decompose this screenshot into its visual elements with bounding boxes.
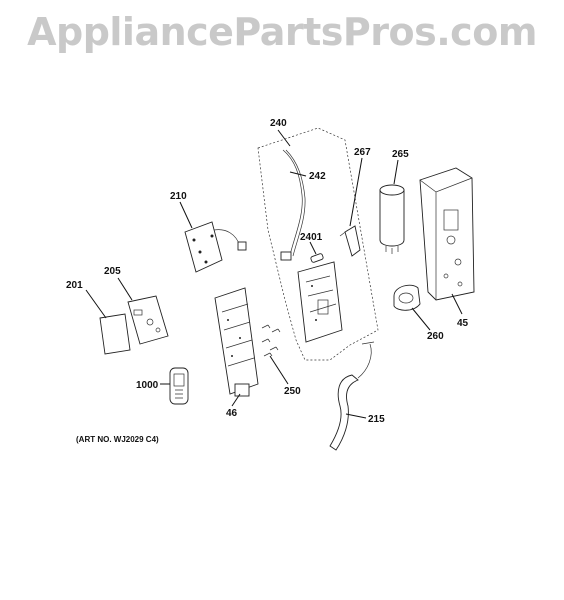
leader-242 bbox=[289, 171, 307, 177]
callout-250: 250 bbox=[284, 386, 301, 397]
main-panel-46 bbox=[214, 287, 259, 397]
callout-242: 242 bbox=[309, 171, 326, 182]
callout-2401: 2401 bbox=[300, 232, 323, 243]
callout-240: 240 bbox=[270, 118, 287, 129]
control-board-240 bbox=[297, 261, 343, 343]
leader-267 bbox=[349, 157, 363, 227]
callout-215: 215 bbox=[368, 414, 385, 425]
leader-46 bbox=[231, 393, 241, 407]
art-number: (ART NO. WJ2029 C4) bbox=[76, 435, 159, 444]
wire-harness-242 bbox=[280, 149, 306, 261]
screws-250 bbox=[261, 324, 281, 357]
callout-265: 265 bbox=[392, 149, 409, 160]
leader-205 bbox=[117, 277, 133, 301]
leader-45 bbox=[451, 293, 463, 315]
display-panel-205 bbox=[127, 295, 169, 345]
callout-201: 201 bbox=[66, 280, 83, 291]
control-box-45 bbox=[419, 167, 475, 301]
callout-46: 46 bbox=[226, 408, 238, 419]
leader-2401 bbox=[309, 241, 317, 255]
leader-260 bbox=[411, 307, 431, 331]
remote-1000 bbox=[169, 367, 189, 405]
hose-215 bbox=[329, 341, 375, 451]
watermark-logo: AppliancePartsPros.com bbox=[27, 10, 537, 54]
leader-250 bbox=[269, 355, 289, 385]
leader-265 bbox=[393, 159, 399, 185]
overlay-201 bbox=[99, 313, 131, 355]
leader-201 bbox=[85, 289, 107, 319]
callout-267: 267 bbox=[354, 147, 371, 158]
fuse-2401 bbox=[310, 253, 324, 263]
leader-210 bbox=[179, 201, 193, 229]
leader-215 bbox=[345, 413, 367, 419]
leader-240 bbox=[277, 129, 291, 147]
capacitor-265 bbox=[379, 184, 405, 254]
motor-260 bbox=[393, 284, 421, 311]
callout-210: 210 bbox=[170, 191, 187, 202]
callout-205: 205 bbox=[104, 266, 121, 277]
callout-1000: 1000 bbox=[136, 380, 159, 391]
bracket-267 bbox=[339, 225, 361, 257]
callout-260: 260 bbox=[427, 331, 444, 342]
pcb-210 bbox=[184, 221, 247, 273]
callout-45: 45 bbox=[457, 318, 469, 329]
